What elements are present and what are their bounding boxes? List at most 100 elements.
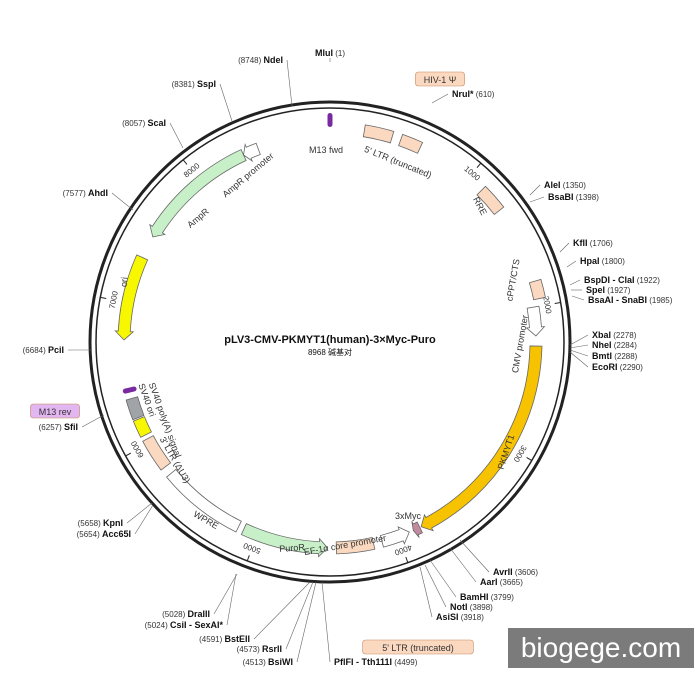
site-name: BsaAI - SnaBI bbox=[588, 295, 647, 305]
site-position: (8057) bbox=[122, 119, 147, 128]
feature-label-ori: ori bbox=[119, 276, 130, 287]
feature-m13fwd bbox=[327, 113, 333, 127]
site-position: (2288) bbox=[612, 352, 638, 361]
feature-label-puror: PuroR bbox=[279, 542, 306, 554]
plasmid-size: 8968 碱基对 bbox=[308, 347, 352, 357]
site-leader bbox=[529, 184, 541, 196]
site-position: (8748) bbox=[238, 56, 263, 65]
site-label: KflI (1706) bbox=[573, 238, 613, 248]
site-leader bbox=[569, 334, 589, 346]
tick-label: 7000 bbox=[108, 290, 120, 310]
feature-pkmyt1 bbox=[420, 345, 543, 532]
site-leader bbox=[419, 566, 433, 618]
site-label: (5024) CsiI - SexAI* bbox=[145, 620, 224, 630]
site-name: BamHI bbox=[460, 592, 489, 602]
feature-puror bbox=[240, 523, 329, 558]
site-leader bbox=[459, 539, 490, 573]
feature-sv40ori bbox=[125, 396, 145, 421]
site-position: (1922) bbox=[635, 276, 661, 285]
site-position: (6257) bbox=[39, 423, 64, 432]
label-box-hiv bbox=[415, 71, 465, 87]
restriction-sites: MluI (1)NruI* (610)AleI (1350)BsaBI (139… bbox=[23, 48, 673, 667]
site-position: (5658) bbox=[78, 519, 103, 528]
site-position: (4573) bbox=[237, 645, 262, 654]
site-label: (6257) SfiI bbox=[39, 422, 78, 432]
site-label: (4573) RsrII bbox=[237, 644, 282, 654]
tick-mark bbox=[182, 159, 188, 165]
site-name: BsaBI bbox=[548, 192, 574, 202]
backbone-outer bbox=[88, 100, 572, 584]
site-label: (5028) DraIII bbox=[162, 609, 210, 619]
site-name: XbaI bbox=[592, 330, 611, 340]
site-name: EcoRI bbox=[592, 362, 618, 372]
site-leader bbox=[569, 344, 589, 349]
tick-mark bbox=[526, 457, 533, 461]
site-name: AhdI bbox=[88, 188, 108, 198]
feature-label-m13rev: M13 rev bbox=[39, 407, 72, 417]
site-name: RsrII bbox=[262, 644, 282, 654]
site-position: (8381) bbox=[172, 80, 197, 89]
site-leader bbox=[226, 573, 237, 626]
site-position: (1985) bbox=[647, 296, 673, 305]
site-name: PflFI - Tth111I bbox=[334, 657, 392, 667]
site-leader bbox=[296, 581, 317, 663]
site-name: NheI bbox=[592, 340, 612, 350]
site-name: AleI bbox=[544, 180, 561, 190]
site-label: BsaAI - SnaBI (1985) bbox=[588, 295, 673, 305]
site-name: KpnI bbox=[103, 518, 123, 528]
plasmid-title: pLV3-CMV-PKMYT1(human)-3×Myc-Puro bbox=[224, 334, 436, 346]
feature-label-cppt: cPPT/CTS bbox=[504, 258, 521, 302]
site-name: AsiSI bbox=[436, 612, 459, 622]
site-leader bbox=[529, 196, 545, 203]
site-name: AvrII bbox=[493, 567, 513, 577]
site-label: NheI (2284) bbox=[592, 340, 637, 350]
site-leader bbox=[126, 502, 153, 524]
feature-amprprom bbox=[243, 142, 261, 163]
site-name: BsiWI bbox=[268, 657, 293, 667]
feature-label-m13fwd: M13 fwd bbox=[309, 145, 343, 155]
tick-mark bbox=[476, 162, 482, 169]
backbone-inner bbox=[95, 107, 565, 577]
tick-mark bbox=[405, 556, 409, 563]
tick-mark bbox=[554, 302, 561, 305]
feature-hiv bbox=[398, 133, 424, 154]
feature-label-ltr5b: 5' LTR (truncated) bbox=[382, 643, 454, 653]
tick-label: 4000 bbox=[393, 543, 413, 558]
feature-cmv bbox=[525, 305, 546, 337]
tick-label: 1000 bbox=[462, 164, 482, 183]
site-label: NruI* (610) bbox=[452, 89, 495, 99]
site-label: (8748) NdeI bbox=[238, 55, 283, 65]
site-position: (3918) bbox=[459, 613, 485, 622]
site-position: (5028) bbox=[162, 610, 187, 619]
site-label: MluI (1) bbox=[315, 48, 345, 58]
site-position: (1800) bbox=[600, 257, 626, 266]
site-position: (610) bbox=[474, 90, 495, 99]
site-position: (5654) bbox=[77, 530, 102, 539]
site-name: HpaI bbox=[580, 256, 600, 266]
site-leader bbox=[449, 547, 477, 583]
site-leader bbox=[431, 93, 449, 104]
site-position: (1706) bbox=[588, 239, 614, 248]
tick-mark bbox=[100, 296, 107, 299]
site-label: AleI (1350) bbox=[544, 180, 586, 190]
site-name: CsiI - SexAI* bbox=[170, 620, 224, 630]
site-name: BmtI bbox=[592, 351, 612, 361]
site-leader bbox=[169, 122, 184, 149]
site-name: NdeI bbox=[263, 55, 283, 65]
feature-ef1a bbox=[379, 526, 410, 548]
feature-m13rev bbox=[122, 386, 137, 394]
site-position: (3799) bbox=[489, 593, 515, 602]
site-label: AsiSI (3918) bbox=[436, 612, 484, 622]
feature-label-ltr5: 5' LTR (truncated) bbox=[363, 144, 433, 180]
site-position: (3606) bbox=[513, 568, 539, 577]
site-label: (7577) AhdI bbox=[63, 188, 108, 198]
site-label: HpaI (1800) bbox=[580, 256, 625, 266]
feature-ltr5 bbox=[362, 124, 395, 144]
site-leader bbox=[559, 242, 570, 253]
site-name: NotI bbox=[450, 602, 468, 612]
site-position: (4513) bbox=[243, 658, 268, 667]
site-leader bbox=[111, 192, 134, 211]
site-label: BmtI (2288) bbox=[592, 351, 638, 361]
